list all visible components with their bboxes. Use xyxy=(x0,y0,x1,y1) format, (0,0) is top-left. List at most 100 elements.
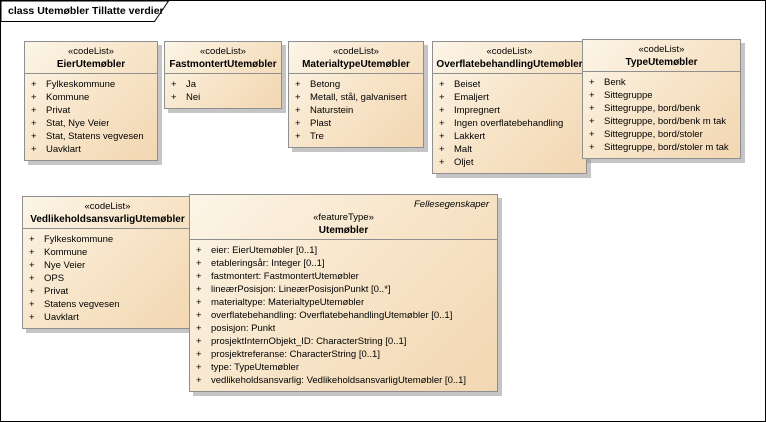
enum-literal-row: + Impregnert xyxy=(433,104,586,117)
class-name: EierUtemøbler xyxy=(56,59,126,70)
attribute-label: vedlikeholdsansvarlig: Vedlikeholdsansva… xyxy=(211,375,467,386)
attribute-label: type: TypeUtemøbler xyxy=(211,362,300,373)
enum-literal-list: + Betong + Metall, stål, galvanisert + N… xyxy=(289,73,423,147)
enum-literal-row: + Emaljert xyxy=(433,91,586,104)
enum-literal-label: Sittegruppe, bord/stoler m tak xyxy=(604,142,729,153)
visibility-plus: + xyxy=(196,284,202,295)
enum-literal-list: + Fylkeskommune + Kommune + Privat + Sta… xyxy=(25,73,157,160)
enum-literal-label: OPS xyxy=(44,273,65,284)
tab-shape xyxy=(1,1,170,22)
enum-literal-row: + Fylkeskommune xyxy=(23,233,192,246)
enum-literal-list: + Benk + Sittegruppe + Sittegruppe, bord… xyxy=(583,71,740,158)
visibility-plus: + xyxy=(439,105,445,116)
enum-literal-row: + Sittegruppe, bord/benk m tak xyxy=(583,115,740,128)
enum-literal-label: Malt xyxy=(454,144,472,155)
visibility-plus: + xyxy=(439,92,445,103)
attribute-row: + overflatebehandling: Overflatebehandli… xyxy=(190,309,497,322)
attribute-row: + etableringsår: Integer [0..1] xyxy=(190,257,497,270)
enum-literal-row: + Stat, Nye Veier xyxy=(25,117,157,130)
attribute-row: + posisjon: Punkt xyxy=(190,322,497,335)
attribute-list: + eier: EierUtemøbler [0..1] + etablerin… xyxy=(190,239,497,391)
attribute-row: + lineærPosisjon: LineærPosisjonPunkt [0… xyxy=(190,283,497,296)
class-box-materialtype-utemobler[interactable]: «codeList» MaterialtypeUtemøbler + Beton… xyxy=(288,41,424,148)
enum-literal-row: + Metall, stål, galvanisert xyxy=(289,91,423,104)
enum-literal-label: Kommune xyxy=(46,92,90,103)
attribute-label: overflatebehandling: Overflatebehandling… xyxy=(211,310,453,321)
class-header: «codeList» OverflatebehandlingUtemøbler xyxy=(433,42,586,73)
enum-literal-row: + Uavklart xyxy=(25,143,157,156)
enum-literal-label: Betong xyxy=(310,79,341,90)
visibility-plus: + xyxy=(196,258,202,269)
class-name: MaterialtypeUtemøbler xyxy=(302,59,410,70)
stereotype-label: «codeList» xyxy=(68,46,114,57)
enum-literal-label: Uavklart xyxy=(46,144,81,155)
diagram-title-tab: class Utemøbler Tillatte verdier xyxy=(1,1,173,23)
enum-literal-label: Nye Veier xyxy=(44,260,86,271)
visibility-plus: + xyxy=(439,131,445,142)
class-name: VedlikeholdsansvarligUtemøbler xyxy=(30,214,185,225)
visibility-plus: + xyxy=(196,297,202,308)
visibility-plus: + xyxy=(29,299,35,310)
enum-literal-row: + Naturstein xyxy=(289,104,423,117)
visibility-plus: + xyxy=(196,323,202,334)
enum-literal-row: + Uavklart xyxy=(23,311,192,324)
attribute-label: fastmontert: FastmontertUtemøbler xyxy=(211,271,359,282)
stereotype-label: «codeList» xyxy=(486,46,533,57)
enum-literal-row: + Betong xyxy=(289,78,423,91)
stereotype-label: «codeList» xyxy=(200,46,246,57)
enum-literal-row: + Sittegruppe xyxy=(583,89,740,102)
visibility-plus: + xyxy=(589,77,595,88)
visibility-plus: + xyxy=(29,312,35,323)
enum-literal-label: Sittegruppe, bord/benk m tak xyxy=(604,116,726,127)
visibility-plus: + xyxy=(589,142,595,153)
visibility-plus: + xyxy=(196,362,202,373)
attribute-row: + fastmontert: FastmontertUtemøbler xyxy=(190,270,497,283)
visibility-plus: + xyxy=(196,310,202,321)
stereotype-label: «codeList» xyxy=(333,46,379,57)
enum-literal-label: Sittegruppe xyxy=(604,90,653,101)
enum-literal-row: + Beiset xyxy=(433,78,586,91)
visibility-plus: + xyxy=(196,336,202,347)
class-box-fastmontert-utemobler[interactable]: «codeList» FastmontertUtemøbler + Ja + N… xyxy=(164,41,282,109)
enum-literal-label: Nei xyxy=(186,92,201,103)
visibility-plus: + xyxy=(295,92,301,103)
enum-literal-label: Plast xyxy=(310,118,332,129)
class-header: «codeList» TypeUtemøbler xyxy=(583,40,740,71)
class-box-type-utemobler[interactable]: «codeList» TypeUtemøbler + Benk + Sitteg… xyxy=(582,39,741,159)
visibility-plus: + xyxy=(29,273,35,284)
attribute-label: posisjon: Punkt xyxy=(211,323,276,334)
visibility-plus: + xyxy=(439,118,445,129)
visibility-plus: + xyxy=(295,105,301,116)
enum-literal-label: Metall, stål, galvanisert xyxy=(310,92,407,103)
class-box-vedlikeholdsansvarlig-utemobler[interactable]: «codeList» VedlikeholdsansvarligUtemøble… xyxy=(22,196,193,329)
enum-literal-label: Sittegruppe, bord/benk xyxy=(604,103,701,114)
visibility-plus: + xyxy=(171,79,177,90)
enum-literal-label: Benk xyxy=(604,77,626,88)
enum-literal-label: Ja xyxy=(186,79,197,90)
enum-literal-row: + Benk xyxy=(583,76,740,89)
class-box-feature-utemobler[interactable]: Fellesegenskaper «featureType» Utemøbler… xyxy=(189,194,498,392)
stereotype-label: «codeList» xyxy=(84,201,131,212)
attribute-label: prosjektInternObjekt_ID: CharacterString… xyxy=(211,336,407,347)
stereotype-label: «codeList» xyxy=(638,44,685,55)
visibility-plus: + xyxy=(31,92,37,103)
attribute-label: etableringsår: Integer [0..1] xyxy=(211,258,325,269)
enum-literal-row: + Sittegruppe, bord/stoler m tak xyxy=(583,141,740,154)
enum-literal-label: Ingen overflatebehandling xyxy=(454,118,564,129)
attribute-row: + prosjektreferanse: CharacterString [0.… xyxy=(190,348,497,361)
visibility-plus: + xyxy=(31,105,37,116)
enum-literal-label: Privat xyxy=(44,286,69,297)
enum-literal-row: + Ingen overflatebehandling xyxy=(433,117,586,130)
visibility-plus: + xyxy=(196,271,202,282)
enum-literal-row: + Sittegruppe, bord/benk xyxy=(583,102,740,115)
enum-literal-label: Naturstein xyxy=(310,105,354,116)
class-box-overflatebehandling-utemobler[interactable]: «codeList» OverflatebehandlingUtemøbler … xyxy=(432,41,587,174)
enum-literal-row: + Plast xyxy=(289,117,423,130)
attribute-row: + materialtype: MaterialtypeUtemøbler xyxy=(190,296,497,309)
enum-literal-row: + Kommune xyxy=(25,91,157,104)
class-box-eier-utemobler[interactable]: «codeList» EierUtemøbler + Fylkeskommune… xyxy=(24,41,158,161)
enum-literal-label: Lakkert xyxy=(454,131,486,142)
enum-literal-row: + Privat xyxy=(23,285,192,298)
visibility-plus: + xyxy=(29,234,35,245)
